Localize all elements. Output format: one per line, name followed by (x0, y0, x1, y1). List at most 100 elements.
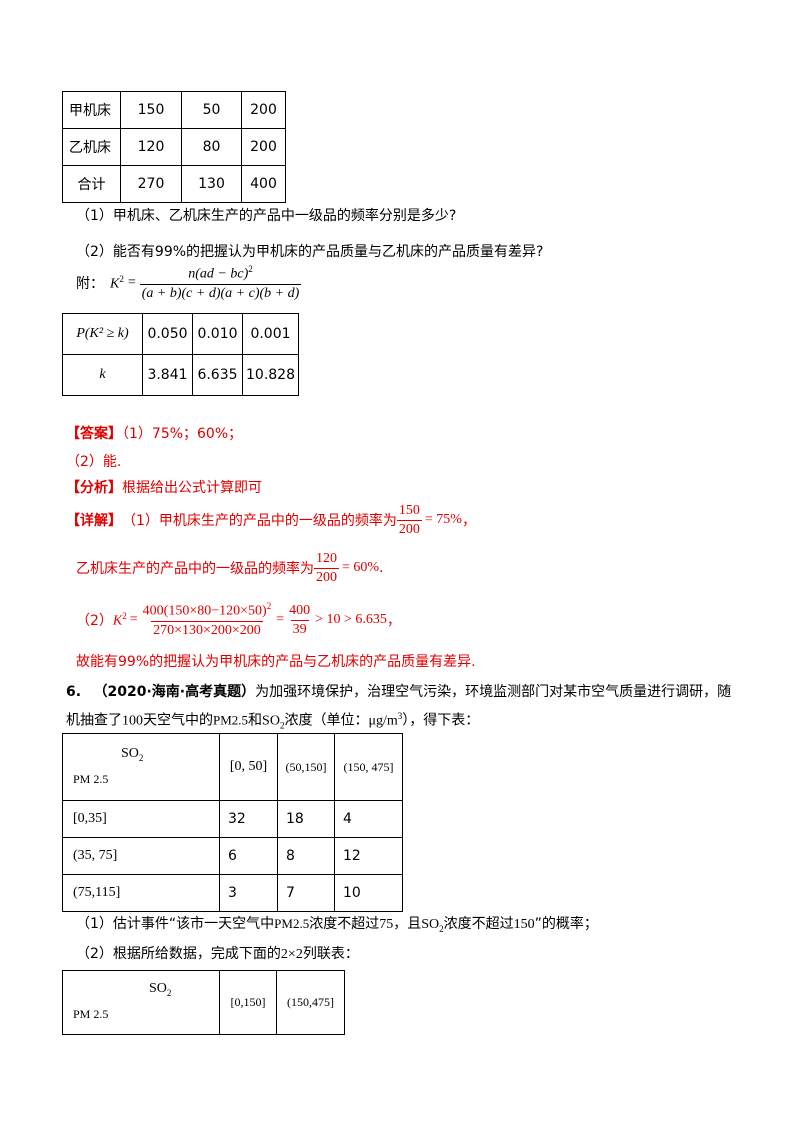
detail-conclusion: 故能有99%的把握认为甲机床的产品与乙机床的产品质量有差异. (76, 654, 476, 670)
column-header: [0, 50] (219, 733, 278, 801)
problem-text-1: 为加强环境保护，治理空气污染，环境监测部门对某市空气质量进行调研，随 (255, 684, 732, 700)
appendix-formula: 附： K2 = n(ad − bc)2 (a + b)(c + d)(a + c… (76, 264, 302, 301)
column-header: (50,150] (277, 733, 335, 801)
result-3: > 10 > 6.635 (315, 612, 387, 627)
question-6-1: （1）估计事件“该市一天空气中PM2.5浓度不超过75，且SO2浓度不超过150… (76, 916, 598, 934)
row-label: 乙机床 (62, 128, 121, 166)
problem-text: 和 (248, 712, 263, 729)
table-cell: 200 (241, 91, 286, 129)
corner-bottom: PM 2.5 (73, 1007, 109, 1021)
fraction-denominator: 270×130×200×200 (151, 620, 263, 638)
days-value: 100 (122, 713, 143, 729)
table-cell: 10.828 (242, 354, 299, 396)
formula-numerator: n(ad − bc) (188, 266, 249, 282)
threshold-value: 150 (513, 917, 535, 932)
row-label: (35, 75] (62, 837, 220, 875)
corner-bottom: PM 2.5 (73, 772, 109, 786)
row-label: (75,115] (62, 874, 220, 912)
k-table: P(K² ≥ k) 0.050 0.010 0.001 k 3.841 6.63… (62, 313, 299, 396)
table-cell: 3.841 (142, 354, 193, 396)
analysis-tag: 【分析】 (66, 480, 122, 496)
table-row: 合计 270 130 400 (62, 165, 286, 203)
fraction-numerator: 150 (398, 502, 420, 518)
problem-6-line-1: 6. （2020·海南·高考真题）为加强环境保护，治理空气污染，环境监测部门对某… (66, 682, 731, 702)
answer-tag: 【答案】 (66, 426, 122, 442)
table-row: SO2 PM 2.5 [0,150] (150,475] (62, 970, 345, 1035)
fraction-4: 400 39 (287, 603, 312, 638)
row-label: 合计 (62, 165, 121, 203)
fraction-numerator: 400(150×80−120×50) (142, 603, 267, 619)
question-text: （1）估计事件“该市一天空气中 (76, 916, 275, 932)
table-cell: 8 (277, 837, 335, 875)
corner-top: SO2 (149, 981, 172, 998)
result-2: = 60% (342, 560, 380, 575)
pm-so2-table: SO2 PM 2.5 [0, 50] (50,150] (150, 475] [… (62, 733, 403, 912)
column-header: (150, 475] (334, 733, 403, 801)
table-cell: 0.050 (142, 313, 193, 355)
problem-text: 浓度（单位： (284, 712, 369, 729)
corner-cell: SO2 PM 2.5 (62, 733, 220, 801)
table-cell: 6.635 (192, 354, 243, 396)
problem-text: ），得下表： (402, 712, 480, 729)
corner-top: SO2 (121, 746, 144, 763)
table-row: [0,35] 32 18 4 (62, 800, 403, 838)
fraction-2: 120 200 (314, 551, 339, 586)
question-1: （1）甲机床、乙机床生产的产品中一级品的频率分别是多少? (76, 208, 457, 224)
table-cell: 18 (277, 800, 335, 838)
table-row: 甲机床 150 50 200 (62, 91, 286, 129)
fraction-numerator: 120 (316, 550, 337, 566)
row-label: 甲机床 (62, 91, 121, 129)
table-cell: 7 (277, 874, 335, 912)
formula-denominator: (a + b)(c + d)(a + c)(b + d) (139, 283, 302, 301)
detail-prefix-3: （2） (76, 613, 113, 629)
pm25-label: PM2.5 (274, 916, 310, 931)
k2-fraction: n(ad − bc)2 (a + b)(c + d)(a + c)(b + d) (139, 264, 302, 301)
table-row: (35, 75] 6 8 12 (62, 837, 403, 875)
machine-table: 甲机床 150 50 200 乙机床 120 80 200 合计 270 130… (62, 91, 286, 203)
table-cell: 400 (241, 165, 286, 203)
table-cell: 130 (181, 165, 242, 203)
question-2: （2）能否有99%的把握认为甲机床的产品质量与乙机床的产品质量有差异? (76, 244, 544, 260)
table-cell: 120 (120, 128, 182, 166)
table-cell: 50 (181, 91, 242, 129)
question-text: 列联表： (302, 946, 359, 962)
table-size: 2×2 (280, 947, 303, 962)
detail-line-3: （2） K2 = 400(150×80−120×50)2 270×130×200… (76, 601, 401, 638)
table-cell: 4 (334, 800, 403, 838)
fraction-numerator: 400 (289, 602, 311, 618)
column-header: (150,475] (276, 970, 345, 1035)
fraction-3: 400(150×80−120×50)2 270×130×200×200 (142, 601, 272, 638)
table-cell: 6 (219, 837, 278, 875)
table-cell: 12 (334, 837, 403, 875)
detail-tag: 【详解】 (66, 513, 122, 529)
detail-line-2: 乙机床生产的产品中的一级品的频率为 120 200 = 60%. (76, 550, 384, 586)
fraction-1: 150 200 (396, 502, 422, 538)
table-row: SO2 PM 2.5 [0, 50] (50,150] (150, 475] (62, 733, 403, 801)
table-row: (75,115] 3 7 10 (62, 874, 403, 912)
question-text: ”的概率； (534, 916, 598, 932)
question-6-2: （2）根据所给数据，完成下面的2×2列联表： (76, 944, 359, 965)
table-cell: 10 (334, 874, 403, 912)
table-cell: 270 (120, 165, 182, 203)
table-row: P(K² ≥ k) 0.050 0.010 0.001 (62, 313, 299, 355)
table-cell: 150 (120, 91, 182, 129)
threshold-value: 75 (379, 917, 394, 932)
question-text: 浓度不超过 (443, 916, 514, 932)
problem-text: 天空气中的 (143, 712, 213, 729)
fraction-denominator: 200 (314, 567, 339, 585)
table-cell: 0.010 (192, 313, 243, 355)
table-cell: 32 (219, 800, 278, 838)
fraction-denominator: 200 (396, 519, 422, 537)
appendix-label: 附： (76, 276, 104, 292)
detail-line-1: 【详解】 （1）甲机床生产的产品中的一级品的频率为 150 200 = 75%， (66, 502, 476, 538)
pm25-label: PM2.5 (213, 712, 249, 728)
problem-source: （2020·海南·高考真题） (93, 684, 256, 700)
so2-label: SO (262, 713, 280, 729)
k-label: k (62, 354, 143, 396)
analysis-text: 根据给出公式计算即可 (122, 480, 262, 496)
detail-text-2: 乙机床生产的产品中的一级品的频率为 (76, 561, 314, 577)
column-header: [0,150] (219, 970, 277, 1035)
table-row: 乙机床 120 80 200 (62, 128, 286, 166)
fraction-denominator: 39 (290, 619, 309, 637)
corner-cell: SO2 PM 2.5 (62, 970, 220, 1035)
